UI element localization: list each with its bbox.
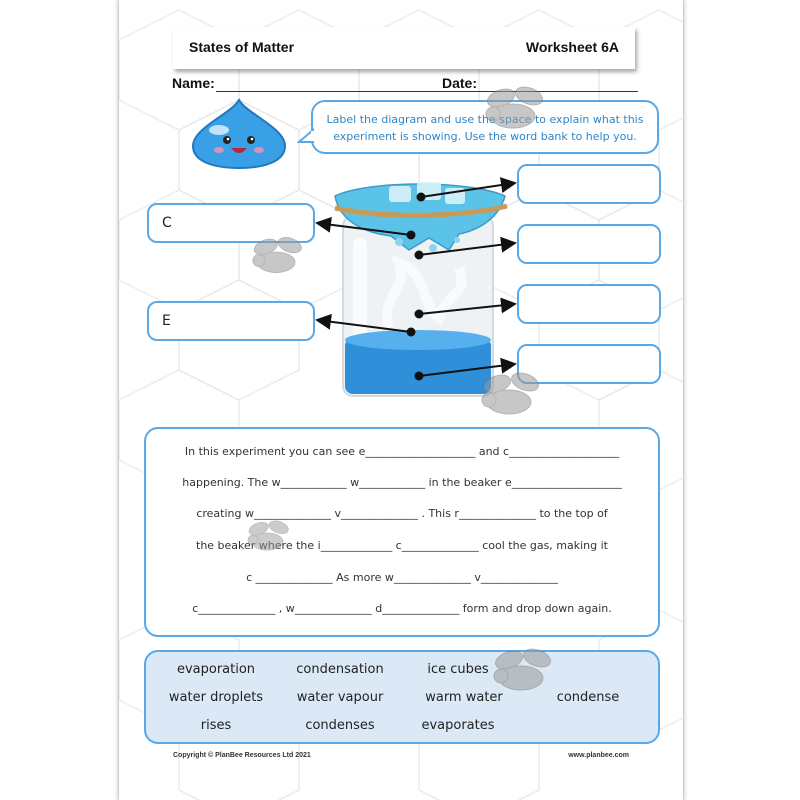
worksheet-number: Worksheet 6A (525, 39, 619, 55)
passage-line-1: In this experiment you can see e________… (184, 445, 620, 458)
worksheet-title: States of Matter (189, 39, 295, 55)
water-drop-mascot-icon (191, 98, 287, 170)
title-bar: States of Matter Worksheet 6A (173, 27, 635, 69)
word-bank-item: condensation (296, 662, 384, 677)
word-bank-item: rises (200, 718, 232, 733)
label-box-left-top[interactable]: C (147, 203, 315, 243)
date-field[interactable] (478, 91, 638, 92)
label-box-left-bottom[interactable]: E (147, 301, 315, 341)
bee-icon (485, 86, 543, 129)
name-label: Name: (172, 75, 215, 91)
word-bank-item: condenses (305, 718, 375, 733)
date-label: Date: (442, 75, 478, 91)
passage-line-2: happening. The w____________ w__________… (182, 476, 622, 489)
word-bank-item: evaporation (176, 662, 256, 677)
word-bank-item: water vapour (296, 690, 384, 705)
passage-line-6: c______________ , w______________ d_____… (192, 602, 612, 615)
copyright-text: Copyright © PlanBee Resources Ltd 2021 (173, 752, 311, 759)
label-box-right-2[interactable] (517, 224, 661, 264)
label-box-right-3[interactable] (517, 284, 661, 324)
bee-icon (247, 520, 289, 551)
website-link[interactable]: www.planbee.com (568, 752, 629, 759)
word-bank-item: warm water (425, 690, 503, 705)
label-box-left-bottom-text: E (162, 313, 171, 329)
label-box-right-1[interactable] (517, 164, 661, 204)
label-box-left-top-text: C (162, 215, 172, 231)
word-bank-item: water droplets (168, 690, 264, 705)
passage-line-4: the beaker where the i_____________ c___… (196, 539, 608, 552)
name-field[interactable] (216, 91, 488, 92)
word-bank-item: ice cubes (427, 662, 489, 677)
name-date-row: Name: Date: (172, 75, 642, 97)
label-box-right-4[interactable] (517, 344, 661, 384)
bee-icon (252, 237, 302, 273)
explanation-passage: In this experiment you can see e________… (144, 427, 660, 637)
instruction-bubble: Label the diagram and use the space to e… (311, 100, 659, 154)
bubble-tail (297, 128, 316, 143)
passage-line-5: c ______________ As more w______________… (246, 571, 558, 584)
instruction-line-2: experiment is showing. Use the word bank… (333, 130, 637, 143)
word-bank: evaporation condensation ice cubes water… (144, 650, 660, 744)
bee-icon (481, 372, 539, 415)
label-arrows (315, 177, 517, 381)
worksheet-page: States of Matter Worksheet 6A Name: Date… (118, 0, 684, 800)
instruction-line-1: Label the diagram and use the space to e… (326, 113, 644, 126)
word-bank-item: evaporates (421, 718, 495, 733)
bee-icon (493, 648, 551, 691)
passage-line-3: creating w______________ v______________… (196, 507, 608, 520)
word-bank-item: condense (556, 690, 620, 705)
beaker-experiment-diagram (334, 182, 508, 397)
